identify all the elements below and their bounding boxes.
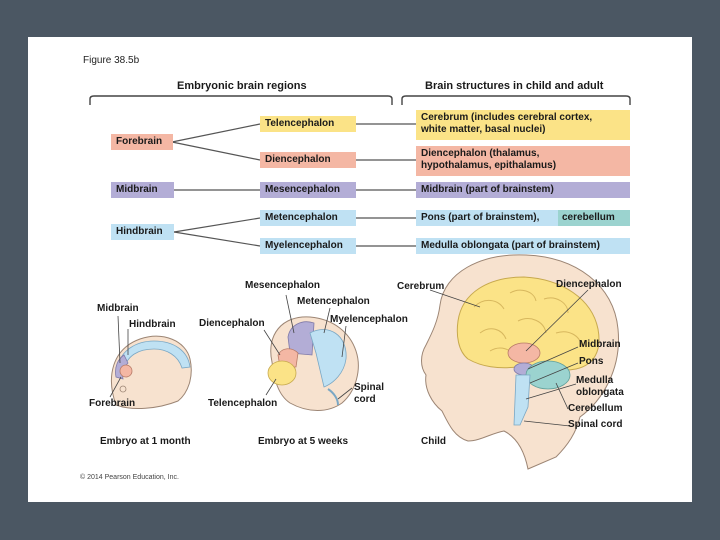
embryo-5-weeks-illustration <box>267 316 359 411</box>
figure-label: Figure 38.5b <box>83 55 140 66</box>
child-adult-bracket <box>401 95 631 105</box>
slide: Figure 38.5b Embryonic brain regions Bra… <box>28 37 692 502</box>
embryo5-diencephalon-label: Diencephalon <box>199 318 265 329</box>
embryo5-metencephalon-label: Metencephalon <box>297 296 370 307</box>
link-forebrain-telencephalon <box>171 123 261 143</box>
embryonic-bracket <box>89 95 393 105</box>
embryo1-hindbrain-label: Hindbrain <box>129 319 176 330</box>
embryo1-midbrain-label: Midbrain <box>97 303 139 314</box>
diencephalon-structure-box: Diencephalon (thalamus, hypothalamus, ep… <box>416 146 630 176</box>
child-caption: Child <box>421 436 446 447</box>
mesencephalon-box: Mesencephalon <box>260 182 356 198</box>
midbrain-structure-box: Midbrain (part of brainstem) <box>416 182 630 198</box>
hindbrain-box: Hindbrain <box>111 224 174 240</box>
child-diencephalon-label: Diencephalon <box>556 279 622 290</box>
embryo5-telencephalon-label: Telencephalon <box>208 398 278 409</box>
embryonic-header: Embryonic brain regions <box>177 80 307 92</box>
embryo1-caption: Embryo at 1 month <box>100 436 191 447</box>
embryo-1-month-illustration <box>110 335 192 409</box>
diagram-graphics <box>89 95 631 470</box>
copyright-notice: © 2014 Pearson Education, Inc. <box>80 474 179 481</box>
link-forebrain-diencephalon <box>171 141 261 161</box>
forebrain-box: Forebrain <box>111 134 173 150</box>
link-hindbrain-metencephalon <box>173 217 261 233</box>
child-midbrain-label: Midbrain <box>579 339 621 350</box>
child-adult-header: Brain structures in child and adult <box>425 80 604 92</box>
child-medulla-line-1: Medulla <box>576 375 614 386</box>
embryo5-myelencephalon-label: Myelencephalon <box>330 314 408 325</box>
diencephalon-line-2: hypothalamus, epithalamus) <box>421 160 557 171</box>
child-cerebellum-label: Cerebellum <box>568 403 623 414</box>
child-medulla-label: Medulla oblongata <box>576 375 624 399</box>
diencephalon-box: Diencephalon <box>260 152 356 168</box>
medulla-structure-box: Medulla oblongata (part of brainstem) <box>416 238 630 254</box>
telencephalon-box: Telencephalon <box>260 116 356 132</box>
embryo5-spinal-cord-label: Spinal cord <box>354 382 384 406</box>
embryo5-spinal-line-1: Spinal <box>354 382 385 393</box>
child-cerebrum-label: Cerebrum <box>397 281 445 292</box>
cerebrum-line-2: white matter, basal nuclei) <box>421 124 546 135</box>
pons-structure-box: Pons (part of brainstem), <box>416 210 558 226</box>
child-spinal-cord-label: Spinal cord <box>568 419 623 430</box>
link-hindbrain-myelencephalon <box>173 231 261 247</box>
cerebellum-structure-box: cerebellum <box>558 210 630 226</box>
metencephalon-box: Metencephalon <box>260 210 356 226</box>
embryo5-spinal-line-2: cord <box>354 394 376 405</box>
embryo5-mesencephalon-label: Mesencephalon <box>245 280 321 291</box>
cerebrum-box: Cerebrum (includes cerebral cortex, whit… <box>416 110 630 140</box>
child-pons-label: Pons <box>579 356 604 367</box>
diencephalon-line-1: Diencephalon (thalamus, <box>421 148 540 159</box>
myelencephalon-box: Myelencephalon <box>260 238 356 254</box>
cerebrum-line-1: Cerebrum (includes cerebral cortex, <box>421 112 593 123</box>
child-medulla-line-2: oblongata <box>576 387 624 398</box>
embryo5-caption: Embryo at 5 weeks <box>258 436 349 447</box>
midbrain-box: Midbrain <box>111 182 174 198</box>
embryo1-forebrain-label: Forebrain <box>89 398 136 409</box>
